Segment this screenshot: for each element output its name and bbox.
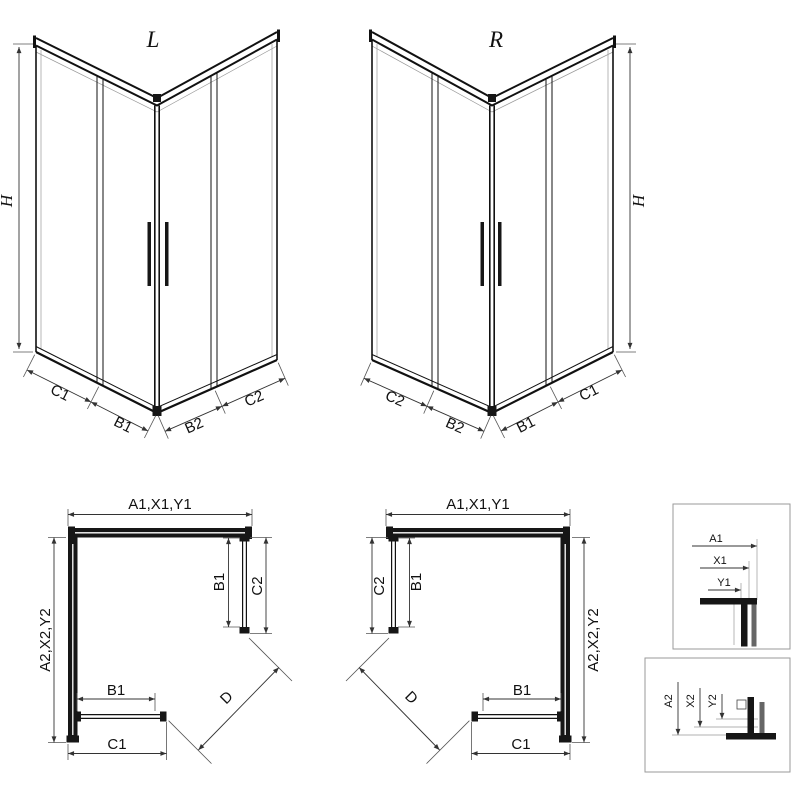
dim-label-b2: B2 bbox=[182, 414, 206, 437]
dim-label-b1-front: B1 bbox=[107, 682, 125, 699]
iso-view-left: L H C1 B1 B2 C2 bbox=[0, 27, 288, 439]
dim-label-c2: C2 bbox=[242, 387, 266, 410]
plan-left-labels: A1,X1,Y1 A2,X2,Y2 B1 C2 B1 C1 D bbox=[37, 496, 266, 753]
detail-bottom-frame bbox=[644, 657, 791, 773]
dim-label-c1: C1 bbox=[48, 381, 73, 405]
dim-label-b1-front: B1 bbox=[513, 682, 531, 699]
dim-label-x1: X1 bbox=[713, 555, 726, 567]
iso-view-right: R H C2 B2 B1 C1 bbox=[361, 27, 648, 439]
dim-label-x2: X2 bbox=[685, 694, 697, 707]
dim-label-c1: C1 bbox=[107, 736, 126, 753]
dim-label-b1: B1 bbox=[514, 413, 538, 436]
dim-label-c2: C2 bbox=[383, 387, 407, 410]
dim-label-b1-side: B1 bbox=[408, 573, 425, 591]
detail-bottom-art bbox=[672, 682, 776, 740]
dim-label-c2: C2 bbox=[371, 576, 388, 595]
dim-label-a1: A1 bbox=[709, 533, 722, 545]
plan-view-right: A1,X1,Y1 A2,X2,Y2 C2 B1 B1 C1 D bbox=[346, 496, 602, 764]
dim-label-a2: A2 bbox=[663, 694, 675, 707]
plan-width-label: A1,X1,Y1 bbox=[128, 496, 191, 513]
dim-label-y1: Y1 bbox=[717, 577, 730, 589]
dim-label-b1-side: B1 bbox=[211, 573, 228, 591]
dim-label-b1: B1 bbox=[111, 413, 135, 436]
detail-bottom-labels: A2 X2 Y2 bbox=[663, 694, 719, 707]
detail-view-bottom: A2 X2 Y2 bbox=[644, 657, 791, 773]
iso-left-art bbox=[13, 30, 288, 439]
iso-left-labels: L H C1 B1 B2 C2 bbox=[0, 27, 266, 437]
plan-view-left: A1,X1,Y1 A2,X2,Y2 B1 C2 B1 C1 D bbox=[37, 496, 292, 764]
height-dim-label: H bbox=[0, 193, 16, 208]
plan-depth-label: A2,X2,Y2 bbox=[585, 608, 602, 671]
detail-view-top: A1 X1 Y1 bbox=[672, 503, 791, 650]
iso-right-art bbox=[361, 30, 636, 439]
plan-width-label: A1,X1,Y1 bbox=[446, 496, 509, 513]
plan-right-labels: A1,X1,Y1 A2,X2,Y2 C2 B1 B1 C1 D bbox=[371, 496, 602, 753]
dim-label-d: D bbox=[217, 688, 237, 708]
height-dim-label: H bbox=[629, 193, 648, 208]
detail-top-labels: A1 X1 Y1 bbox=[709, 533, 730, 589]
dim-label-c1: C1 bbox=[577, 381, 602, 405]
variant-label-left: L bbox=[146, 27, 160, 52]
dim-label-y2: Y2 bbox=[707, 694, 719, 707]
plan-left-art bbox=[48, 509, 292, 764]
iso-right-labels: R H C2 B2 B1 C1 bbox=[383, 27, 648, 437]
dim-label-c1: C1 bbox=[511, 736, 530, 753]
dim-label-b2: B2 bbox=[443, 414, 467, 437]
detail-top-frame bbox=[672, 503, 791, 650]
detail-top-art bbox=[692, 539, 758, 647]
plan-depth-label: A2,X2,Y2 bbox=[37, 608, 54, 671]
variant-label-right: R bbox=[488, 27, 503, 52]
plan-right-art bbox=[346, 509, 590, 764]
dim-label-d: D bbox=[401, 688, 421, 708]
dim-label-c2: C2 bbox=[249, 576, 266, 595]
